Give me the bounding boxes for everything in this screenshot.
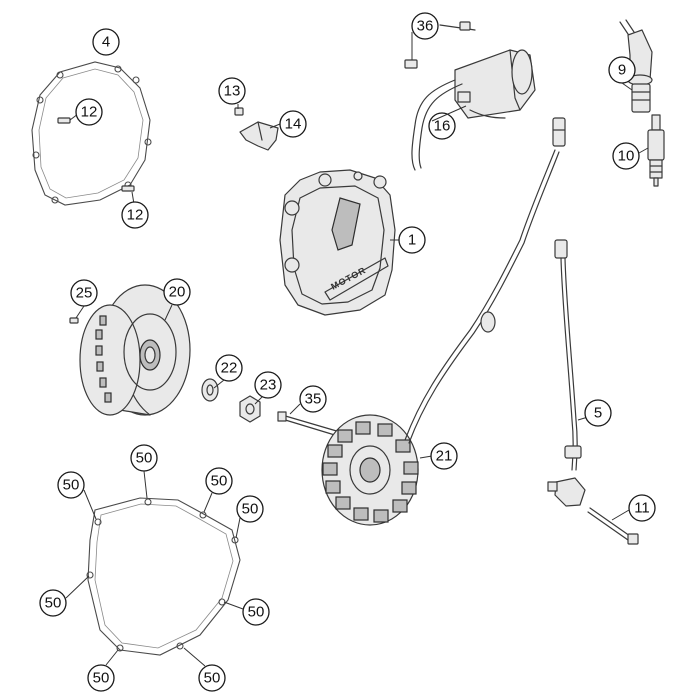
callout-4: 4 <box>92 28 120 56</box>
svg-text:14: 14 <box>285 116 302 133</box>
cover-screw-12a <box>57 117 71 124</box>
svg-text:50: 50 <box>136 450 153 467</box>
inner-cover-gasket-50 <box>86 497 241 656</box>
washer-22 <box>201 378 219 402</box>
svg-text:36: 36 <box>417 18 434 35</box>
callout-21: 21 <box>430 442 458 470</box>
callout-50a: 50 <box>130 444 158 472</box>
svg-text:12: 12 <box>127 207 144 224</box>
callout-50d: 50 <box>236 495 264 523</box>
callout-14: 14 <box>279 110 307 138</box>
callout-11: 11 <box>628 494 656 522</box>
callout-50b: 50 <box>57 471 85 499</box>
callout-13: 13 <box>218 77 246 105</box>
callout-36: 36 <box>411 12 439 40</box>
svg-text:22: 22 <box>221 360 238 377</box>
svg-text:20: 20 <box>169 284 186 301</box>
ignition-coil-16 <box>411 49 536 171</box>
svg-text:5: 5 <box>594 405 602 422</box>
svg-text:50: 50 <box>93 670 110 687</box>
svg-text:12: 12 <box>81 104 98 121</box>
callout-25: 25 <box>70 279 98 307</box>
svg-text:50: 50 <box>204 670 221 687</box>
svg-text:50: 50 <box>45 595 62 612</box>
nut-13 <box>234 107 244 116</box>
svg-text:9: 9 <box>618 62 626 79</box>
woodruff-key-25 <box>69 317 79 324</box>
pulse-sensor-5 <box>547 239 586 507</box>
callout-1: 1 <box>398 226 426 254</box>
callout-50e: 50 <box>39 589 67 617</box>
ignition-cover-1: MOTOR <box>279 169 396 316</box>
ignition-cover-gasket <box>31 61 152 206</box>
callout-22: 22 <box>215 354 243 382</box>
svg-text:50: 50 <box>242 501 259 518</box>
svg-text:11: 11 <box>634 500 650 517</box>
svg-text:50: 50 <box>63 477 80 494</box>
svg-text:10: 10 <box>618 148 635 165</box>
svg-text:50: 50 <box>248 604 265 621</box>
nut-23 <box>239 395 261 423</box>
svg-text:50: 50 <box>211 473 228 490</box>
callout-9: 9 <box>608 56 636 84</box>
callout-50h: 50 <box>198 664 226 692</box>
bracket-14 <box>239 121 279 151</box>
callout-50c: 50 <box>205 467 233 495</box>
svg-text:23: 23 <box>260 377 277 394</box>
svg-text:1: 1 <box>408 232 416 249</box>
callout-12b: 12 <box>121 201 149 229</box>
callout-12a: 12 <box>75 98 103 126</box>
svg-text:13: 13 <box>224 83 241 100</box>
sensor-screw-11 <box>587 507 639 545</box>
callout-50g: 50 <box>87 664 115 692</box>
svg-text:25: 25 <box>76 285 93 302</box>
callout-35: 35 <box>299 385 327 413</box>
callout-5: 5 <box>584 399 612 427</box>
bolt-36 <box>404 21 476 69</box>
svg-text:4: 4 <box>102 34 110 51</box>
callout-10: 10 <box>612 142 640 170</box>
svg-text:21: 21 <box>436 448 453 465</box>
svg-text:35: 35 <box>305 391 322 408</box>
cover-screw-12b <box>121 185 135 192</box>
callout-50f: 50 <box>242 598 270 626</box>
screw-35 <box>277 411 341 437</box>
callout-23: 23 <box>254 371 282 399</box>
svg-text:16: 16 <box>434 118 451 135</box>
spark-plug-10 <box>647 114 665 187</box>
stator-21 <box>321 117 566 526</box>
flywheel-rotor-20 <box>79 284 191 416</box>
callout-20: 20 <box>163 278 191 306</box>
